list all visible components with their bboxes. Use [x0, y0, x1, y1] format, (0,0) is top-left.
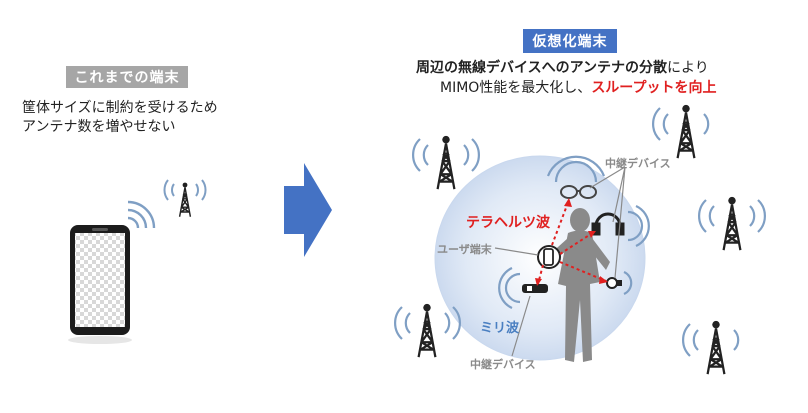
transition-arrow	[284, 163, 332, 257]
antenna-tower-icon	[394, 303, 461, 359]
legacy-description-line2: アンテナ数を増やせない	[22, 119, 176, 135]
antenna-tower-icon	[698, 196, 766, 252]
virtual-headline: 周辺の無線デバイスへのアンテナの分散により	[416, 59, 709, 78]
user-terminal-label: ユーザ端末	[437, 243, 492, 256]
antenna-tower-icon	[682, 320, 740, 376]
terahertz-links	[537, 199, 607, 285]
watch-icon	[606, 277, 622, 289]
headline-part1: 周辺の無線デバイスへのアンテナの	[416, 60, 640, 76]
device-waves	[498, 155, 650, 309]
antenna-tower-icon	[412, 135, 480, 191]
terahertz-label: テラヘルツ波	[466, 215, 550, 231]
antenna-tower-icon	[652, 104, 710, 160]
phone-waves-icon	[127, 200, 156, 229]
relay-device-label-top: 中継デバイス	[605, 157, 671, 170]
legacy-description-line1: 筐体サイズに制約を受けるため	[22, 100, 218, 116]
virtual-terminal-badge: 仮想化端末	[523, 29, 617, 53]
relay-device-label-bottom: 中継デバイス	[470, 358, 536, 371]
millimeter-wave-label: ミリ波	[480, 321, 520, 336]
car-key-icon	[522, 284, 548, 293]
headphones-icon	[591, 212, 625, 236]
headline-part2: 分散	[639, 60, 668, 76]
subline-part2: スループットを向上	[591, 80, 717, 96]
phone-icon	[70, 225, 130, 335]
leader-lines	[494, 166, 626, 357]
terahertz-arrowheads	[535, 198, 608, 286]
virtual-subline: MIMO性能を最大化し、スループットを向上	[440, 79, 716, 98]
subline-part1: MIMO性能を最大化し、	[440, 80, 592, 96]
user-terminal-icon	[537, 245, 561, 269]
legacy-terminal-badge: これまでの端末	[66, 66, 188, 88]
headline-part3: により	[667, 60, 709, 76]
antenna-tower-small-icon	[163, 179, 207, 218]
